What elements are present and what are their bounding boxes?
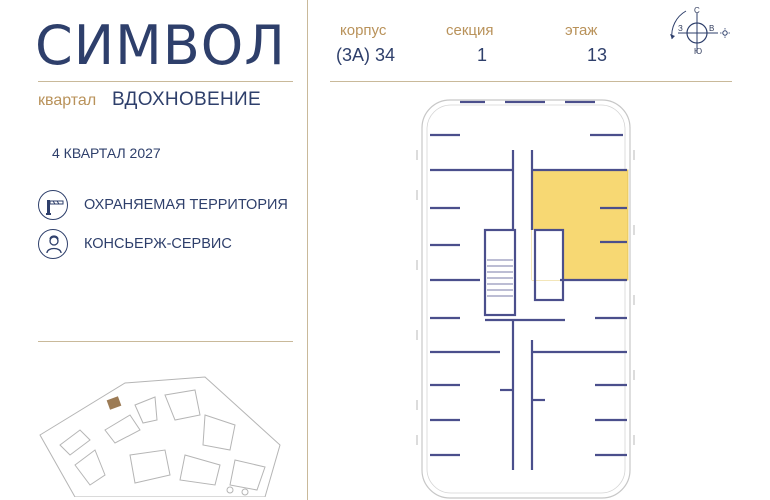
param-building: корпус (3А) 34 <box>330 22 420 72</box>
param-label: секция <box>446 22 494 39</box>
param-label: этаж <box>565 22 598 39</box>
param-label: корпус <box>340 22 387 39</box>
compass-north: С <box>694 6 700 15</box>
logo-divider <box>38 81 293 82</box>
param-floor: этаж 13 <box>560 22 650 72</box>
feature-label: КОНСЬЕРЖ-СЕРВИС <box>84 236 232 252</box>
completion-date: 4 КВАРТАЛ 2027 <box>52 145 161 161</box>
feature-label: ОХРАНЯЕМАЯ ТЕРРИТОРИЯ <box>84 197 288 213</box>
vertical-divider <box>307 0 308 500</box>
barrier-gate-icon <box>38 190 68 220</box>
compass-south: Ю <box>694 47 703 56</box>
param-value: 1 <box>477 45 488 65</box>
site-plan-map <box>39 376 281 497</box>
concierge-icon <box>38 229 68 259</box>
site-plan-current-building <box>106 396 122 410</box>
param-section: секция 1 <box>440 22 530 72</box>
left-section-divider <box>38 341 293 342</box>
compass-icon: С Ю З В <box>668 6 738 62</box>
param-value: 13 <box>587 45 608 65</box>
quarter-label: квартал <box>38 92 97 109</box>
floor-plan <box>416 99 635 499</box>
brand-logo: СИМВОЛ <box>35 14 286 77</box>
compass-west: З <box>678 24 683 33</box>
header-divider <box>330 81 732 82</box>
feature-item-concierge: КОНСЬЕРЖ-СЕРВИС <box>38 229 298 261</box>
compass-east: В <box>709 24 715 33</box>
quarter-name: ВДОХНОВЕНИЕ <box>112 89 261 110</box>
param-value: (3А) 34 <box>336 45 396 65</box>
feature-item-security: ОХРАНЯЕМАЯ ТЕРРИТОРИЯ <box>38 190 298 222</box>
